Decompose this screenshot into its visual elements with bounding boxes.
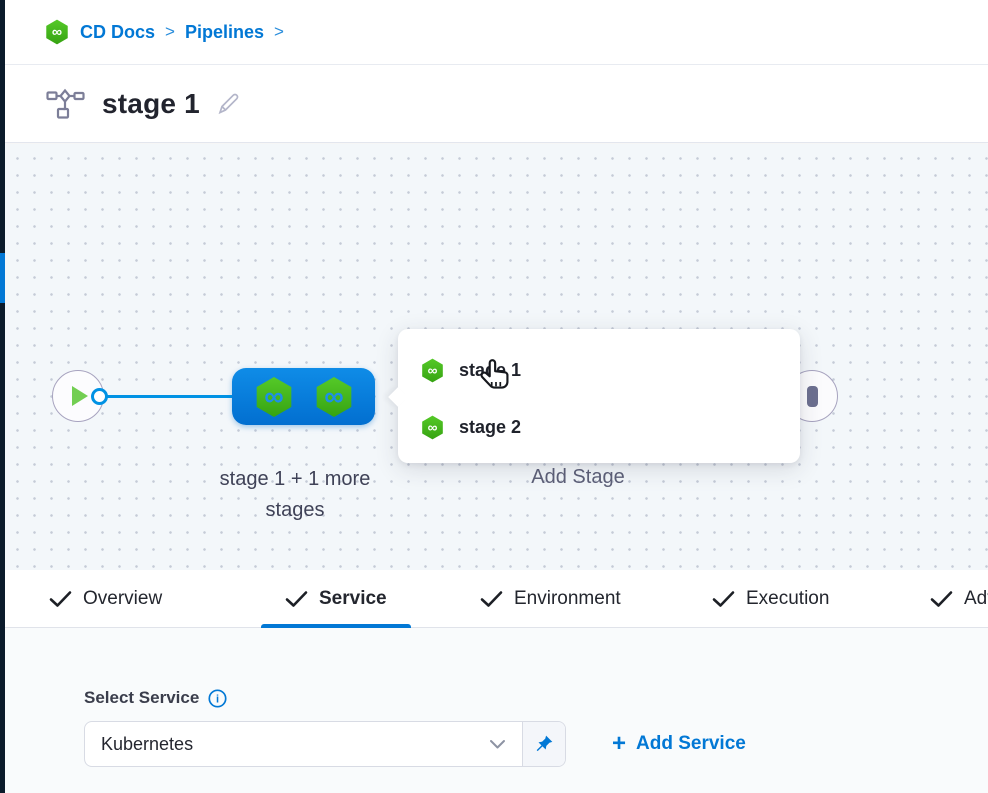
svg-text:∞: ∞ <box>324 380 343 411</box>
tab-label: Environment <box>514 587 621 609</box>
service-select-dropdown[interactable]: Kubernetes <box>85 722 522 766</box>
selected-service-value: Kubernetes <box>101 733 194 754</box>
cd-stage-hexagon-icon: ∞ <box>420 358 445 383</box>
tab-label: Overview <box>83 587 163 609</box>
pipeline-canvas[interactable]: ∞ ∞ stage 1 + 1 more stages Add Stage <box>0 144 988 570</box>
plus-icon: + <box>612 730 627 757</box>
popup-item-stage-2[interactable]: ∞ stage 2 <box>398 413 800 441</box>
tab-service[interactable]: Service <box>261 570 411 628</box>
add-service-label: Add Service <box>636 733 746 754</box>
chevron-down-icon <box>490 739 505 748</box>
service-select-group: Kubernetes <box>84 721 566 767</box>
tab-label: Execution <box>746 587 830 609</box>
check-icon <box>930 590 953 607</box>
pin-icon <box>536 735 553 752</box>
pipeline-flowchart-icon <box>46 88 86 120</box>
check-icon <box>285 590 308 607</box>
cd-stage-hexagon-icon: ∞ <box>313 376 355 418</box>
play-icon <box>72 386 88 406</box>
breadcrumb-bar: ∞ CD Docs > Pipelines > <box>0 0 988 65</box>
breadcrumb-separator: > <box>273 22 284 41</box>
collapsed-nav-strip[interactable] <box>0 0 5 793</box>
tab-advanced[interactable]: Advanced <box>906 570 988 627</box>
page-title: stage 1 <box>102 88 200 119</box>
breadcrumb: ∞ CD Docs > Pipelines > <box>44 19 284 45</box>
select-service-label: Select Service <box>84 688 200 707</box>
pin-service-button[interactable] <box>522 722 565 766</box>
tab-overview[interactable]: Overview <box>25 570 186 627</box>
check-icon <box>49 590 72 607</box>
stage-config-tabbar: Overview Service Environment Execution A… <box>0 570 988 628</box>
stage-list-popup: ∞ stage 1 ∞ stage 2 <box>388 329 800 463</box>
cd-stage-hexagon-icon: ∞ <box>420 415 445 440</box>
tab-label: Service <box>319 587 387 609</box>
add-stage-button[interactable]: Add Stage <box>531 466 625 488</box>
breadcrumb-cd-docs[interactable]: CD Docs <box>80 21 156 42</box>
stage-group-label: stage 1 + 1 more stages <box>219 468 371 521</box>
tab-label: Advanced <box>964 587 988 609</box>
breadcrumb-pipelines[interactable]: Pipelines <box>184 21 264 42</box>
info-icon[interactable]: i <box>208 688 227 708</box>
hand-cursor-icon <box>477 357 515 402</box>
stop-icon <box>806 385 818 407</box>
svg-text:∞: ∞ <box>52 25 62 41</box>
breadcrumb-separator: > <box>165 22 175 41</box>
tab-environment[interactable]: Environment <box>456 570 645 627</box>
edit-title-pencil-icon[interactable] <box>216 92 240 116</box>
harness-project-icon: ∞ <box>44 19 70 45</box>
add-service-button[interactable]: + Add Service <box>612 732 746 756</box>
start-node-port[interactable] <box>91 388 108 405</box>
svg-text:∞: ∞ <box>264 380 283 411</box>
check-icon <box>712 590 735 607</box>
active-tab-underline <box>261 624 411 628</box>
stage-group-node[interactable]: ∞ ∞ <box>232 368 375 425</box>
stage-title-bar: stage 1 <box>0 66 988 143</box>
service-config-panel: Select Service i Kubernetes <box>0 628 988 793</box>
edge-connector-line <box>104 395 234 398</box>
svg-text:i: i <box>216 693 219 705</box>
check-icon <box>480 590 503 607</box>
popup-arrow <box>388 387 408 407</box>
tab-execution[interactable]: Execution <box>688 570 853 627</box>
popup-item-stage-1[interactable]: ∞ stage 1 <box>398 356 800 384</box>
svg-text:∞: ∞ <box>428 362 438 377</box>
cd-stage-hexagon-icon: ∞ <box>253 376 295 418</box>
nav-active-indicator <box>0 253 5 303</box>
svg-text:∞: ∞ <box>428 419 438 434</box>
popup-item-label: stage 2 <box>459 416 522 437</box>
